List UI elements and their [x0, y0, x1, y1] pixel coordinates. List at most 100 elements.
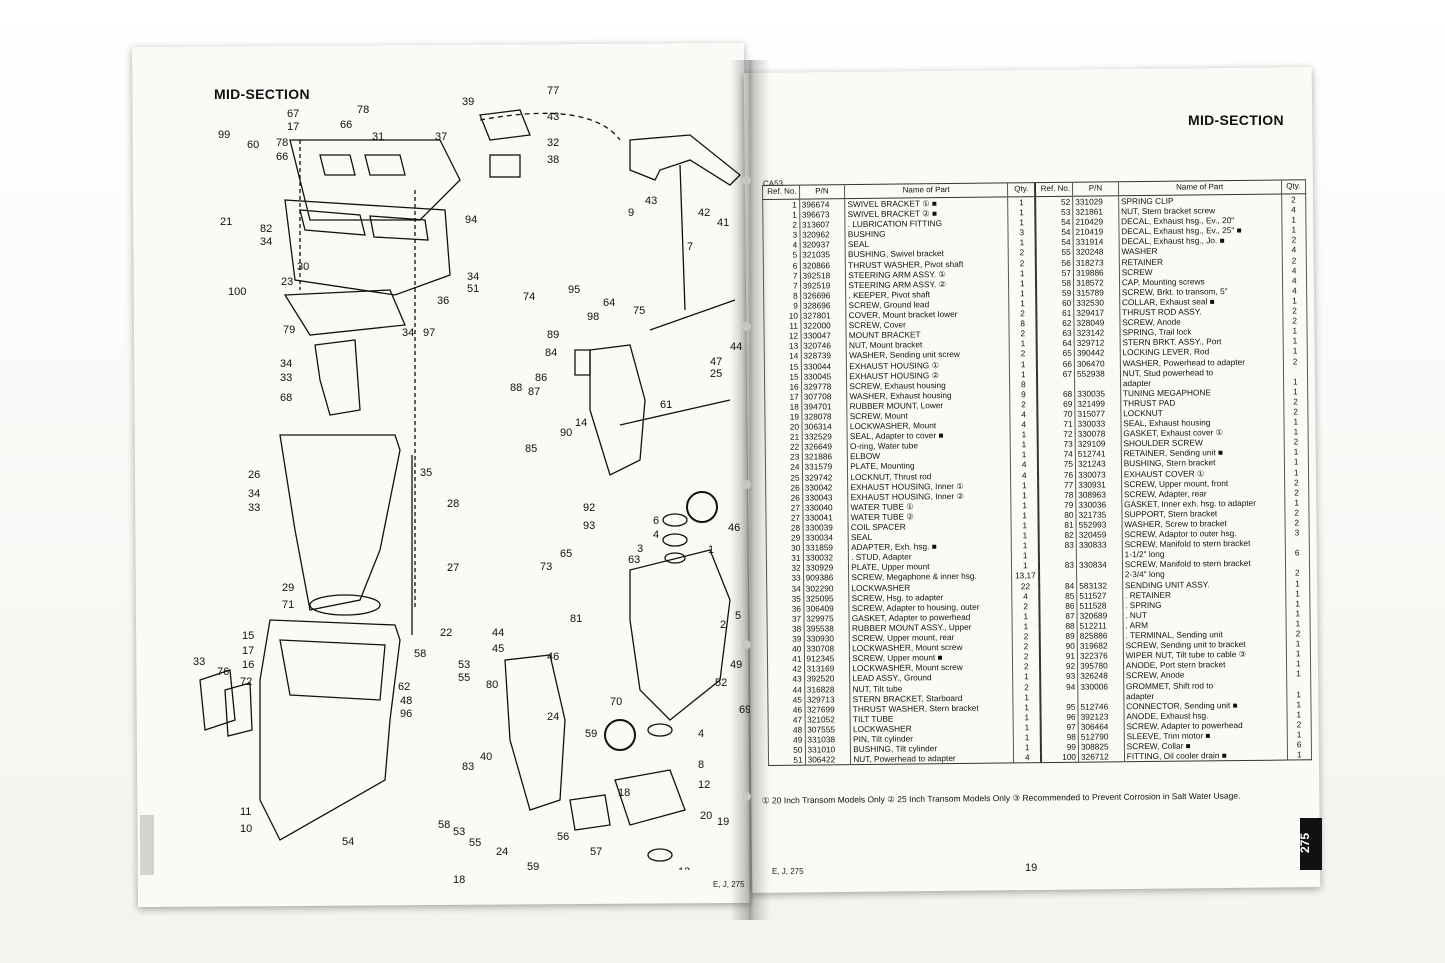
- ref-no: 1: [762, 209, 800, 221]
- quantity: 2: [1285, 628, 1311, 639]
- ref-no: 13: [764, 340, 801, 352]
- svg-text:28: 28: [447, 498, 459, 510]
- svg-text:35: 35: [420, 467, 432, 479]
- quantity: 1: [1011, 530, 1040, 541]
- quantity: 2: [1012, 681, 1041, 692]
- part-number: 329712: [1074, 337, 1120, 349]
- ref-no: 12: [764, 330, 801, 342]
- svg-text:81: 81: [570, 613, 582, 625]
- quantity: 1: [1285, 618, 1311, 629]
- quantity: 2: [1284, 476, 1309, 488]
- quantity: 1: [1286, 698, 1312, 710]
- quantity: 1: [1286, 709, 1312, 720]
- quantity: 4: [1010, 469, 1039, 481]
- ref-no: 40: [767, 643, 804, 655]
- part-number: 392519: [800, 279, 846, 291]
- quantity: 2: [1012, 661, 1041, 672]
- part-number: 320746: [800, 340, 847, 352]
- part-number: 330035: [1074, 388, 1121, 399]
- part-number: 552993: [1076, 519, 1122, 530]
- ref-no: 2: [762, 219, 800, 231]
- ref-no: 26: [765, 492, 803, 503]
- part-number: 330042: [802, 481, 848, 493]
- quantity: 1: [1281, 224, 1307, 235]
- quantity: 6: [1284, 547, 1310, 558]
- quantity: 9: [1009, 388, 1038, 400]
- tilt-tube: [649, 299, 736, 331]
- quantity: 4: [1010, 459, 1039, 470]
- quantity: 1: [1010, 449, 1039, 460]
- part-number: [1076, 549, 1123, 561]
- part-number: 512746: [1077, 700, 1124, 712]
- quantity: 1: [1285, 648, 1311, 659]
- part-number: 392518: [799, 269, 846, 281]
- svg-text:13: 13: [678, 866, 690, 870]
- part-number: 330040: [802, 501, 849, 513]
- right-section-title: MID-SECTION: [1188, 112, 1284, 128]
- svg-text:95: 95: [568, 284, 580, 296]
- quantity: 1: [1007, 217, 1036, 228]
- svg-text:38: 38: [547, 154, 559, 166]
- quantity: 2: [1282, 315, 1308, 326]
- ref-no: 91: [1040, 650, 1078, 662]
- svg-text:25: 25: [710, 368, 722, 380]
- quantity: 2: [1008, 247, 1037, 258]
- ref-no: [1037, 378, 1075, 389]
- quantity: 1: [1010, 429, 1039, 440]
- steering-arm: [629, 134, 741, 186]
- part-number: 321035: [799, 249, 846, 261]
- ref-no: 89: [1040, 630, 1078, 642]
- part-number: 316828: [804, 683, 851, 695]
- quantity: 2: [1009, 348, 1038, 359]
- quantity: 1: [1285, 577, 1310, 589]
- part-number: 330078: [1075, 428, 1121, 439]
- svg-text:52: 52: [715, 677, 727, 689]
- svg-text:60: 60: [247, 139, 259, 151]
- ref-no: 79: [1038, 499, 1076, 511]
- ref-no: 27: [765, 512, 803, 523]
- rubber-mount-38: [489, 154, 521, 178]
- svg-text:46: 46: [728, 522, 740, 534]
- part-number: 330931: [1075, 478, 1122, 490]
- svg-text:99: 99: [218, 129, 230, 141]
- ref-no: 15: [764, 361, 801, 372]
- ref-no: 14: [764, 351, 801, 362]
- ref-no: 66: [1037, 358, 1075, 369]
- ref-no: 80: [1038, 509, 1077, 521]
- quantity: 4: [1281, 244, 1307, 256]
- part-number: 329742: [802, 471, 848, 483]
- ref-no: 44: [767, 684, 805, 695]
- part-number: 329975: [803, 612, 850, 624]
- svg-text:58: 58: [438, 819, 450, 831]
- svg-text:59: 59: [585, 728, 597, 740]
- col-pn-2: P/N: [1072, 181, 1119, 197]
- ref-no: 27: [765, 502, 803, 513]
- part-number: 512211: [1077, 620, 1123, 631]
- col-ref: Ref. No.: [762, 185, 800, 200]
- col-pn: P/N: [799, 184, 845, 200]
- part-number: 321735: [1075, 509, 1122, 520]
- svg-text:2: 2: [720, 619, 726, 631]
- svg-text:40: 40: [480, 751, 492, 763]
- ref-no: 64: [1037, 338, 1075, 349]
- part-number: 210419: [1072, 226, 1119, 238]
- part-number: 302290: [803, 582, 850, 594]
- quantity: 1: [1008, 267, 1037, 279]
- svg-text:46: 46: [547, 651, 559, 663]
- quantity: 2: [1012, 651, 1041, 662]
- ref-no: 81: [1038, 519, 1077, 531]
- svg-text:23: 23: [281, 276, 293, 288]
- svg-text:20: 20: [700, 810, 712, 822]
- svg-text:45: 45: [492, 643, 504, 655]
- quantity: 2: [1283, 396, 1308, 407]
- quantity: 1: [1011, 520, 1040, 531]
- part-number: 330034: [802, 532, 849, 543]
- svg-text:41: 41: [717, 217, 729, 229]
- quantity: 1: [1283, 386, 1308, 397]
- svg-text:74: 74: [523, 291, 535, 303]
- ref-no: 43: [767, 673, 805, 685]
- part-number: 306470: [1074, 357, 1121, 369]
- quantity: 2: [1281, 193, 1306, 205]
- ref-no: 84: [1039, 580, 1077, 591]
- part-number: [1074, 377, 1121, 389]
